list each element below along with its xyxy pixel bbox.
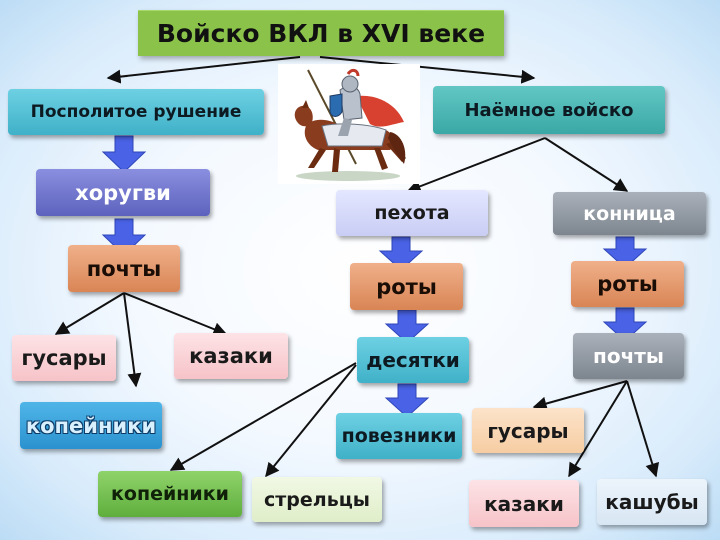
page-title: Войско ВКЛ в XVI веке [138,10,504,56]
knight-on-horse-icon [278,64,420,184]
node-pospolitoe-rushenie: Посполитое рушение [8,89,264,135]
title-connectors [106,56,536,84]
block-arrow-roty-desyatki [384,309,430,344]
block-arrow-pospolitoe-khorugvi [101,135,147,173]
connector-pochty-gusary [54,292,125,335]
connector-pochty-kopeyniki [123,292,142,388]
node-pochty-right: почты [573,333,684,379]
node-roty-right: роты [571,261,684,307]
connector-pochty-kazaki [123,292,228,336]
block-arrow-konnitsa-roty [602,236,648,269]
block-arrows [101,135,648,418]
block-arrow-roty-pochty [602,307,648,342]
node-kopeyniki-left: копейники [20,402,162,449]
connector-naemnoe-pekhota [406,137,546,193]
block-arrow-desyatki-povezniki [384,383,430,418]
connector-title-pospolitoe [106,56,301,84]
node-gusary-right: гусары [472,408,584,453]
node-khorugvi: хоругви [36,169,210,216]
node-kazaki-right: казаки [469,480,579,527]
pochty-left-connectors [54,292,228,388]
block-arrow-pekhota-roty [378,236,424,271]
connector-pochty-kazaki-right [568,380,628,478]
node-pekhota: пехота [336,190,488,236]
connector-pochty-kashuby [626,380,660,478]
node-gusary-left: гусары [12,335,116,381]
connector-naemnoe-konnitsa [544,137,629,192]
node-kazaki-left: казаки [174,333,288,379]
node-streltsy: стрельцы [252,477,382,522]
node-povezniki: повезники [336,413,462,459]
pochty-right-connectors [532,380,660,478]
node-kashuby: кашубы [597,479,707,525]
node-naemnoe-voysko: Наёмное войско [433,86,665,134]
connector-desyatki-kopeyniki [169,362,357,471]
desyatki-connectors [169,362,357,478]
connector-desyatki-streltsy [265,364,357,478]
node-pochty-left: почты [68,245,180,292]
connector-title-naemnoe [319,56,536,84]
connector-pochty-gusary-right [532,380,628,411]
node-kopeyniki-mid: копейники [98,471,242,517]
node-roty-mid: роты [350,263,463,310]
naemnoe-connectors [406,137,629,193]
node-konnitsa: конница [553,192,706,235]
node-desyatki: десятки [357,337,469,383]
